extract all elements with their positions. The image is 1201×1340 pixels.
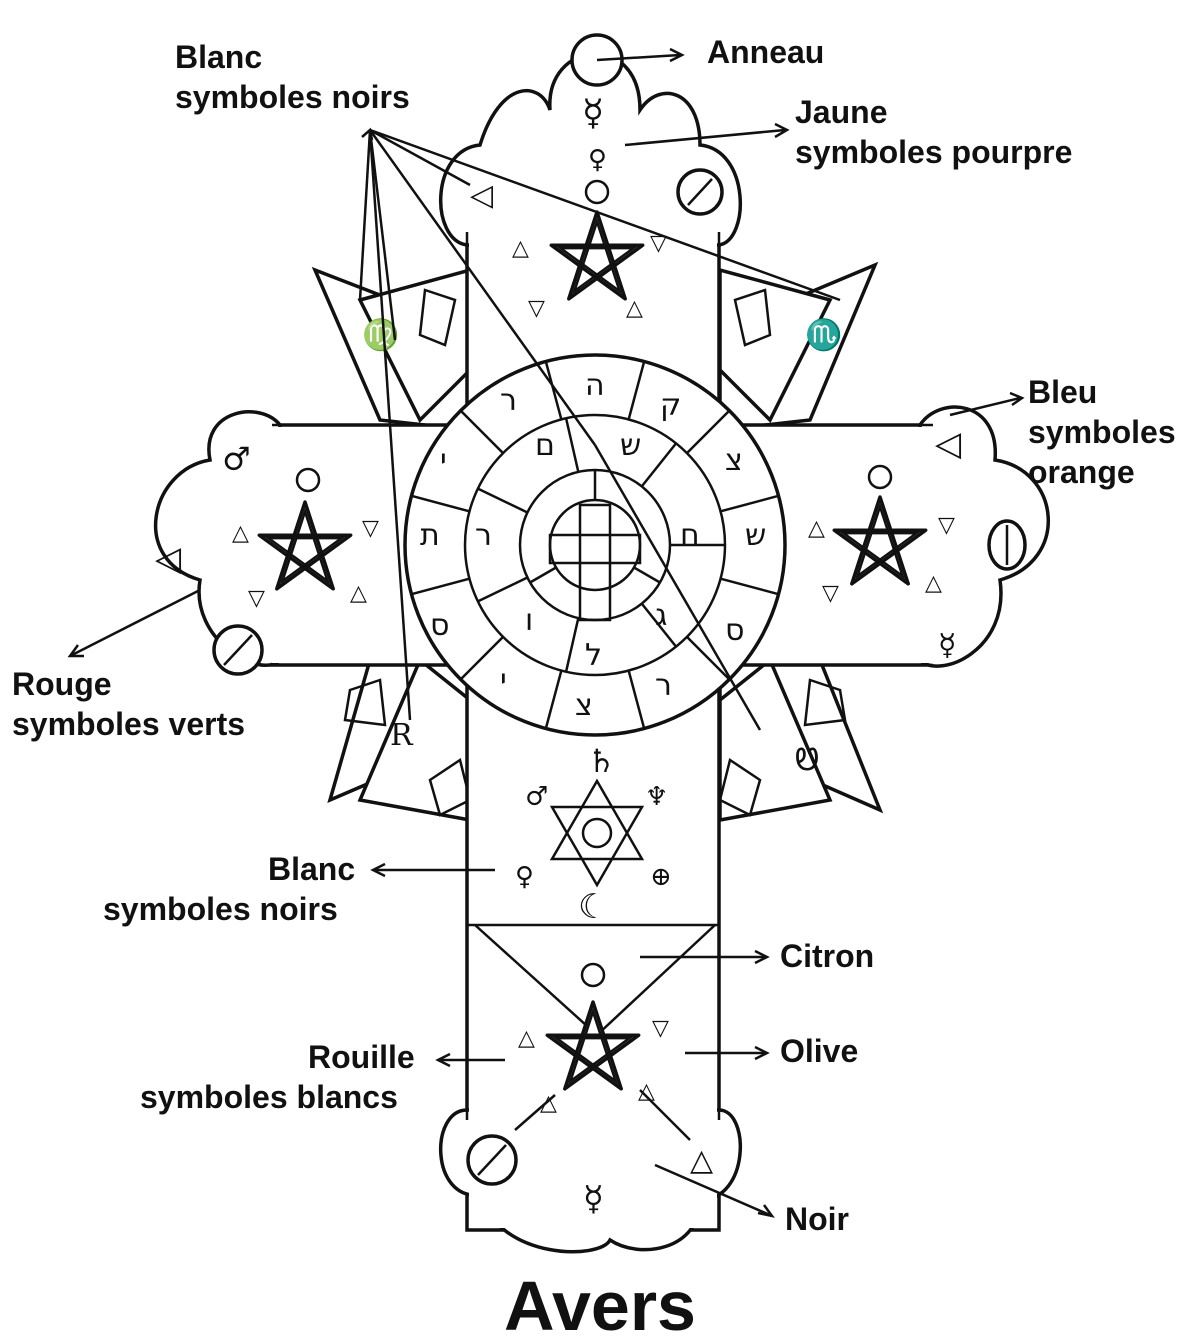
venus-icon: ♀ xyxy=(588,145,607,175)
label-bleu-line1: Bleu xyxy=(1028,374,1097,410)
neptune-icon: ♆ xyxy=(645,782,668,812)
mercury-icon: ☿ xyxy=(583,1179,604,1219)
heb-glyph-9: ר xyxy=(655,668,672,703)
heb-glyph-2: ק xyxy=(660,388,681,423)
label-blanc-bottom-line2: symboles noirs xyxy=(103,891,338,927)
heb-glyph-10: ס xyxy=(725,613,744,648)
label-bleu-line3: orange xyxy=(1028,454,1135,490)
heb-glyph-15: ר xyxy=(475,518,492,553)
triangle-up-icon: △ xyxy=(350,581,367,606)
label-rouge-line2: symboles verts xyxy=(12,706,245,742)
heb-glyph-14: ש xyxy=(620,428,641,463)
triangle-up-icon: △ xyxy=(925,571,942,596)
pointer-blanc-top xyxy=(360,130,370,300)
heb-glyph-8: צ xyxy=(575,688,593,723)
salt-icon: △ xyxy=(690,1143,713,1178)
sulphur-icon: ◁ xyxy=(935,424,962,464)
label-blanc-top-line1: Blanc xyxy=(175,39,262,75)
label-rouille-line2: symboles blancs xyxy=(140,1079,398,1115)
triangle-down-icon: ▽ xyxy=(652,1016,669,1041)
triangle-down-icon: ▽ xyxy=(528,296,545,321)
heb-glyph-17: ו xyxy=(525,603,533,638)
label-citron: Citron xyxy=(780,938,874,974)
triangle-down-icon: ▽ xyxy=(938,513,955,538)
ray-glyph: R xyxy=(390,718,414,753)
heb-glyph-12: צ xyxy=(725,443,743,478)
earth-icon: ⊕ xyxy=(650,862,672,892)
triangle-down-icon: ▽ xyxy=(822,581,839,606)
heb-glyph-11: ש xyxy=(745,518,766,553)
heb-glyph-7: י xyxy=(500,663,507,698)
page-title: Avers xyxy=(504,1267,696,1340)
label-blanc-bottom-line1: Blanc xyxy=(268,851,355,887)
heb-glyph-5: ת xyxy=(420,518,440,553)
heb-glyph-1: ה xyxy=(585,368,605,403)
triangle-up-icon: △ xyxy=(626,296,643,321)
triangle-up-icon: △ xyxy=(518,1026,535,1051)
heb-glyph-6: ס xyxy=(430,608,449,643)
scorpio-icon: ♏ xyxy=(805,317,842,353)
heb-glyph-18: ל xyxy=(585,638,602,673)
mercury-icon: ☿ xyxy=(582,93,604,134)
arrow-head xyxy=(362,130,372,140)
label-rouge-line1: Rouge xyxy=(12,666,112,702)
pointer-rouge xyxy=(72,590,200,655)
salt-icon: ◁ xyxy=(470,178,493,213)
central-rose: ה ק ר י ת ס י צ ר ס ש צ ם ש ר ח ו ל ג xyxy=(405,355,785,735)
heb-glyph-16: ח xyxy=(680,518,700,553)
label-bleu-line2: symboles xyxy=(1028,414,1176,450)
triangle-up-icon: △ xyxy=(512,236,529,261)
triangle-up-icon: △ xyxy=(232,521,249,546)
heb-glyph-13: ם xyxy=(535,428,555,463)
label-jaune-line1: Jaune xyxy=(795,94,887,130)
mars-icon: ♂ xyxy=(525,782,548,812)
saturn-icon: ♄ xyxy=(587,742,616,780)
antimony-icon: ◁ xyxy=(155,539,182,579)
heb-glyph-3: ר xyxy=(500,383,517,418)
label-olive: Olive xyxy=(780,1033,858,1069)
moon-icon: ☾ xyxy=(578,887,608,927)
label-anneau: Anneau xyxy=(707,34,824,70)
heb-glyph-19: ג xyxy=(655,598,667,633)
mercury-icon: ☿ xyxy=(938,628,956,663)
label-rouille-line1: Rouille xyxy=(308,1039,415,1075)
heb-glyph-4: י xyxy=(440,443,447,478)
mars-icon: ♂ xyxy=(222,440,251,478)
triangle-up-icon: △ xyxy=(808,516,825,541)
venus-icon: ♀ xyxy=(515,862,534,892)
triangle-down-icon: ▽ xyxy=(248,586,265,611)
label-jaune-line2: symboles pourpre xyxy=(795,134,1072,170)
triangle-down-icon: ▽ xyxy=(362,516,379,541)
ray-glyph: Ꮼ xyxy=(795,743,819,778)
label-blanc-top-line2: symboles noirs xyxy=(175,79,410,115)
label-noir: Noir xyxy=(785,1201,849,1237)
